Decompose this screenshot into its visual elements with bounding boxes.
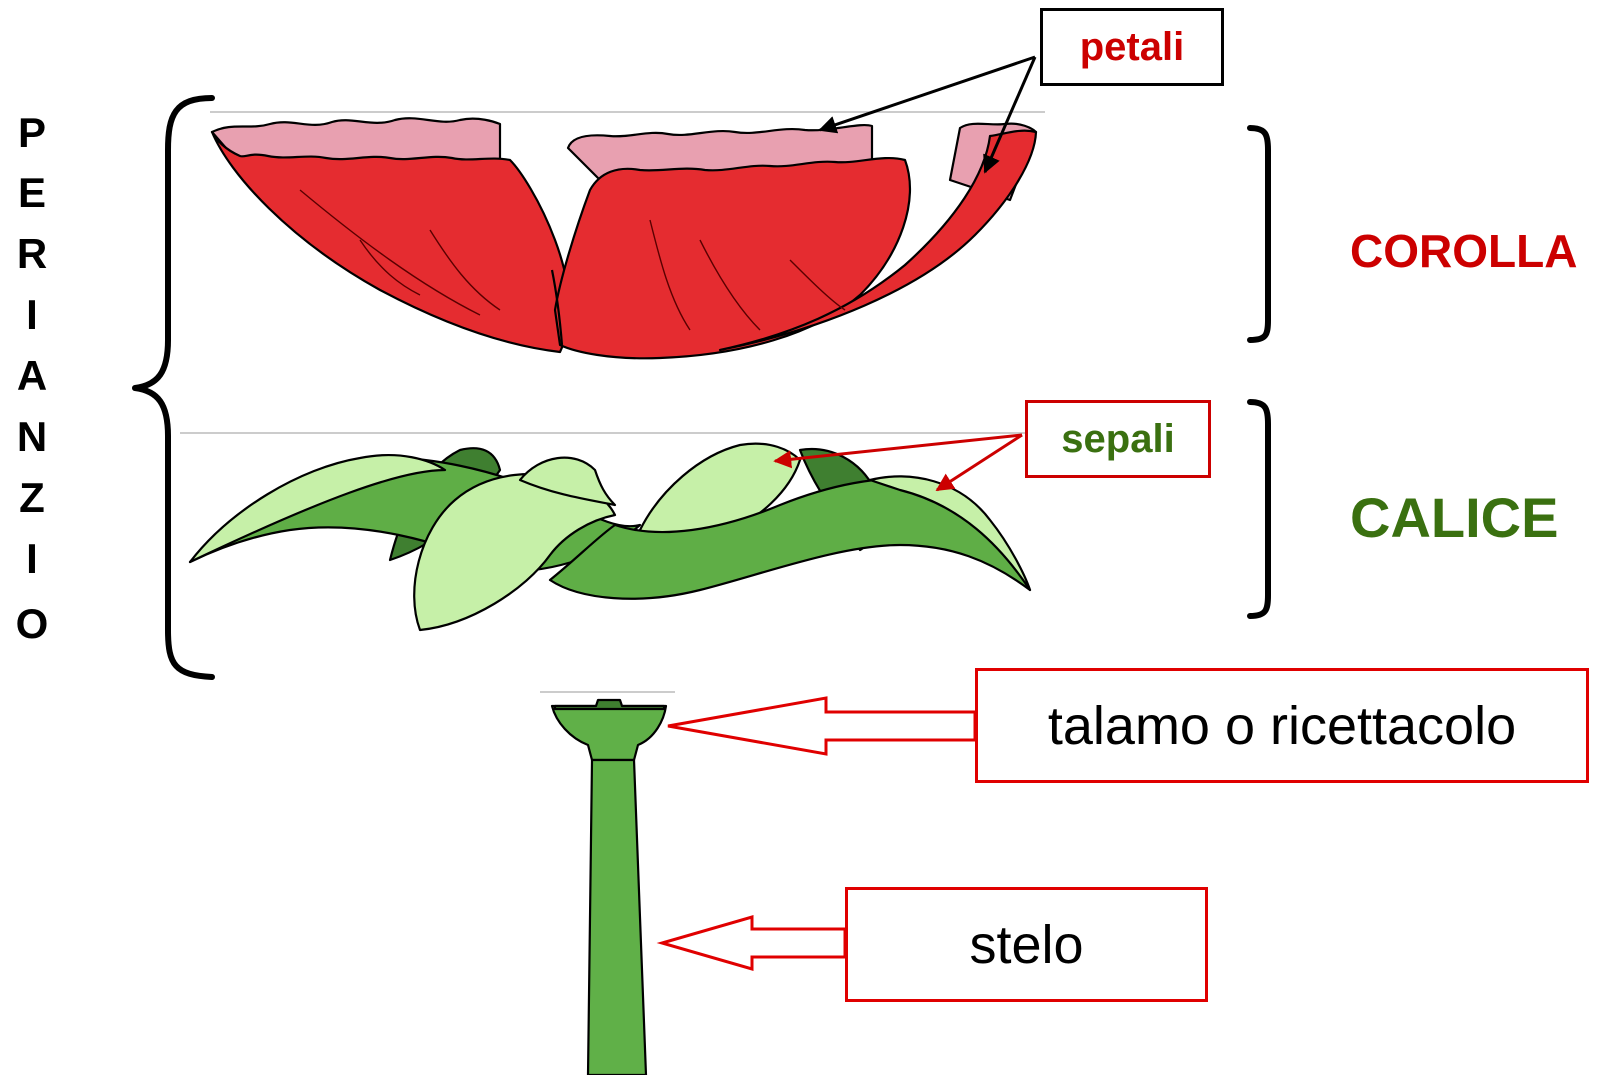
perianth-letter: P <box>12 112 52 154</box>
perianth-letter: I <box>12 294 52 336</box>
sepals-label-box: sepali <box>1025 400 1211 478</box>
calyx-label: CALICE <box>1350 485 1558 550</box>
petal-left-front <box>212 132 569 352</box>
corolla-drawing <box>212 118 1036 358</box>
receptacle-arrow <box>668 698 975 754</box>
stem-label: stelo <box>969 914 1083 976</box>
perianth-brace <box>135 98 212 677</box>
calyx-bracket <box>1250 402 1268 616</box>
perianth-letter: N <box>12 416 52 458</box>
corolla-label: COROLLA <box>1350 224 1577 278</box>
calyx-drawing <box>190 444 1030 630</box>
petals-arrow-1 <box>820 57 1035 130</box>
receptacle-label: talamo o ricettacolo <box>1048 695 1516 757</box>
petals-label-box: petali <box>1040 8 1224 86</box>
stem-arrow <box>662 917 845 969</box>
corolla-bracket <box>1250 128 1268 340</box>
perianth-letter: O <box>12 603 52 645</box>
receptacle-label-box: talamo o ricettacolo <box>975 668 1589 783</box>
stem-label-box: stelo <box>845 887 1208 1002</box>
perianth-letter: E <box>12 172 52 214</box>
petal-middle-front <box>555 158 910 358</box>
receptacle-top <box>555 700 664 709</box>
stem-drawing <box>552 700 666 1075</box>
perianth-letter: A <box>12 355 52 397</box>
receptacle-shape <box>552 706 666 760</box>
stem-shape <box>588 760 646 1075</box>
perianth-letter: R <box>12 233 52 275</box>
sepals-label: sepali <box>1061 417 1174 462</box>
perianth-letter: Z <box>12 477 52 519</box>
perianth-letter: I <box>12 538 52 580</box>
petals-label: petali <box>1080 25 1184 70</box>
